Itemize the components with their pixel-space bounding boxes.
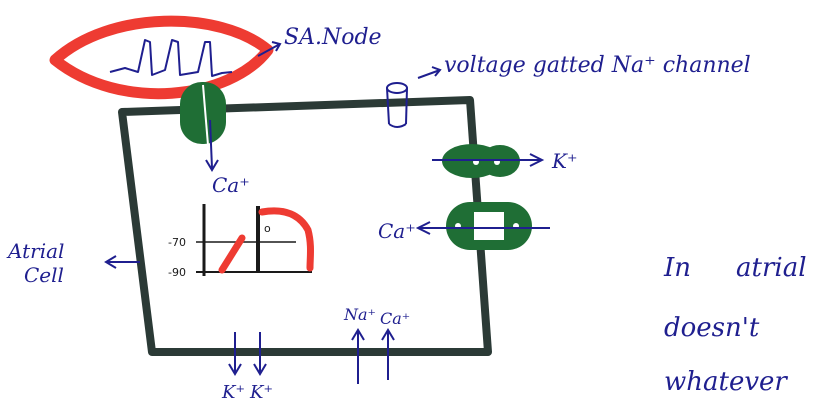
tick-lower: -90 [168,266,186,279]
side-text-doesnt: doesn't [664,313,760,343]
ca-left-arrow [415,221,550,235]
k-bottom-label-2: K⁺ [249,382,273,403]
ap-plateau [258,207,314,272]
ca-bottom-label: Ca⁺ [380,309,410,328]
ca-left-label: Ca⁺ [378,219,416,243]
sa-node-label: SA.Node [284,25,382,50]
ca-top-arrow [205,119,219,172]
ap-depolarization [218,234,246,274]
side-text-in: In [663,253,691,283]
bottom-k-arrows [228,332,267,376]
sa-node-outline [49,15,274,100]
sa-node-waveform [109,39,233,77]
k-bottom-label-1: K⁺ [221,382,245,403]
sa-node [49,15,274,100]
side-text-whatever: whatever [664,367,788,397]
side-text-atrial: atrial [736,253,807,283]
cell-membrane [118,96,492,356]
sa-node-arrow [257,41,282,57]
atrial-cell-label: Atrial [6,239,64,263]
k-right-label: K⁺ [551,149,578,173]
ca-channel-top [180,82,226,146]
na-bottom-label: Na⁺ [343,305,376,324]
voltage-channel-label: voltage gatted Na⁺ channel [444,53,751,78]
k-right-arrow [432,153,545,167]
ca-channel-right [446,202,532,250]
bottom-na-ca-arrows [351,328,395,384]
tick-upper: -70 [168,236,186,249]
ca-top-label: Ca⁺ [212,173,250,197]
graph-mark: o [264,222,271,235]
voltage-gated-na-channel [386,82,408,128]
atrial-cell-arrow [104,255,140,269]
atrial-cell-label-2: Cell [24,263,64,287]
action-potential-graph: o [196,204,314,276]
na-channel-arrow [417,66,442,79]
